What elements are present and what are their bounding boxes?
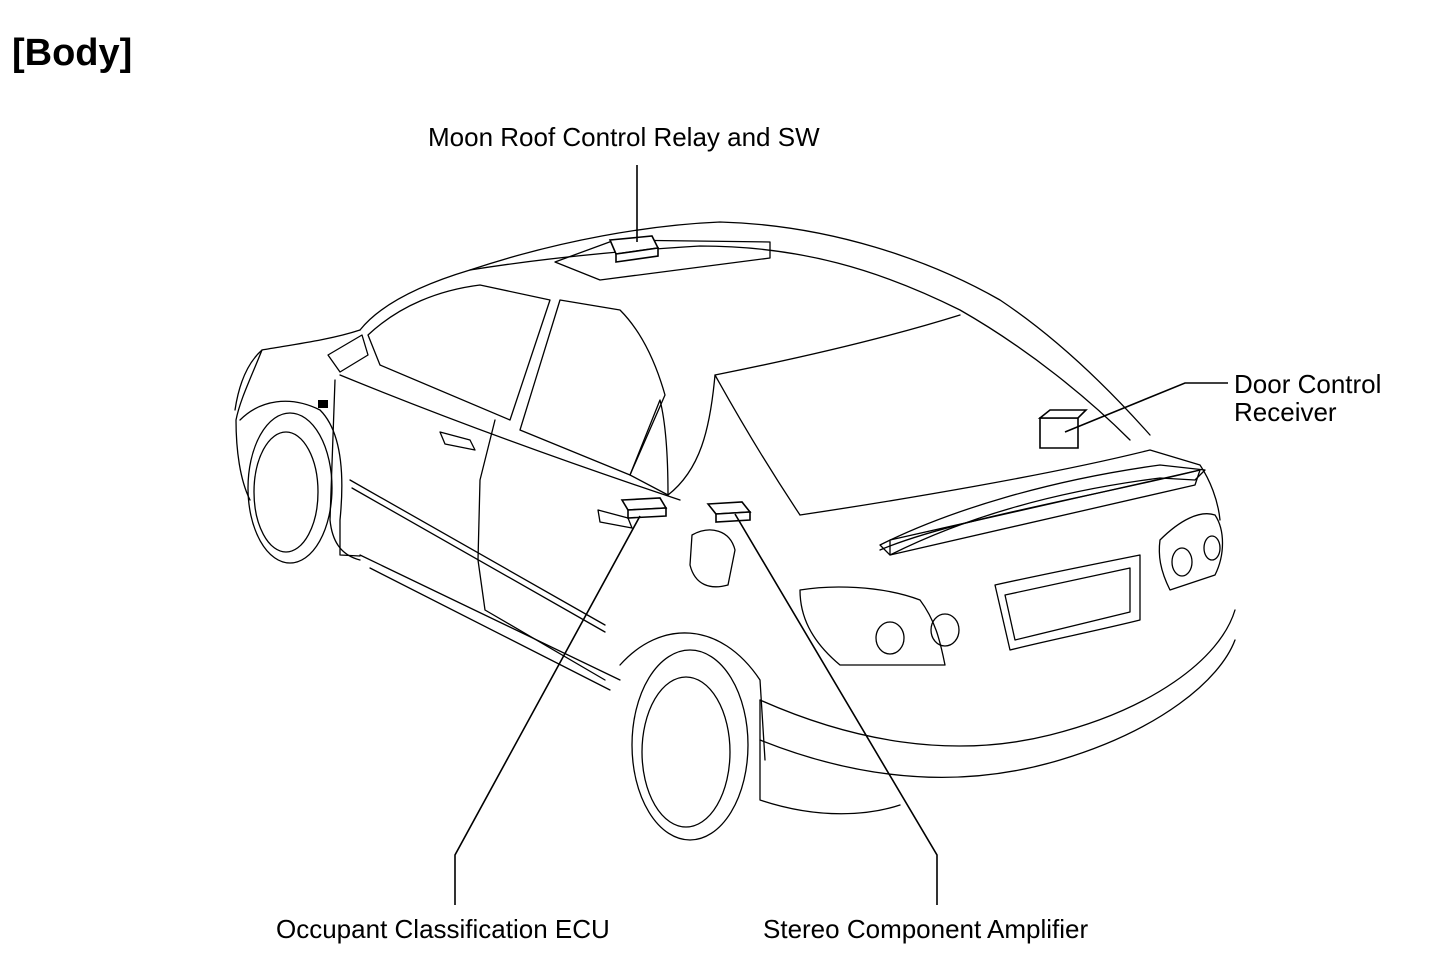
section-title: [Body] — [12, 32, 133, 74]
door-control-receiver-marker — [1037, 409, 1088, 449]
moon-roof-relay-marker — [608, 235, 660, 263]
car-outline — [234, 221, 1236, 841]
stereo-amp-label: Stereo Component Amplifier — [763, 914, 1089, 944]
door-control-leader — [1064, 382, 1228, 433]
stereo-amp-leader — [734, 513, 938, 905]
stereo-amp-marker — [706, 501, 752, 523]
moon-roof-relay-label: Moon Roof Control Relay and SW — [428, 122, 820, 152]
door-control-receiver-label-line2: Receiver — [1234, 397, 1337, 427]
occupant-ecu-leader — [454, 515, 641, 905]
door-control-receiver-label-line1: Door Control — [1234, 369, 1382, 399]
occupant-ecu-marker — [620, 497, 668, 519]
occupant-ecu-label: Occupant Classification ECU — [276, 914, 610, 944]
